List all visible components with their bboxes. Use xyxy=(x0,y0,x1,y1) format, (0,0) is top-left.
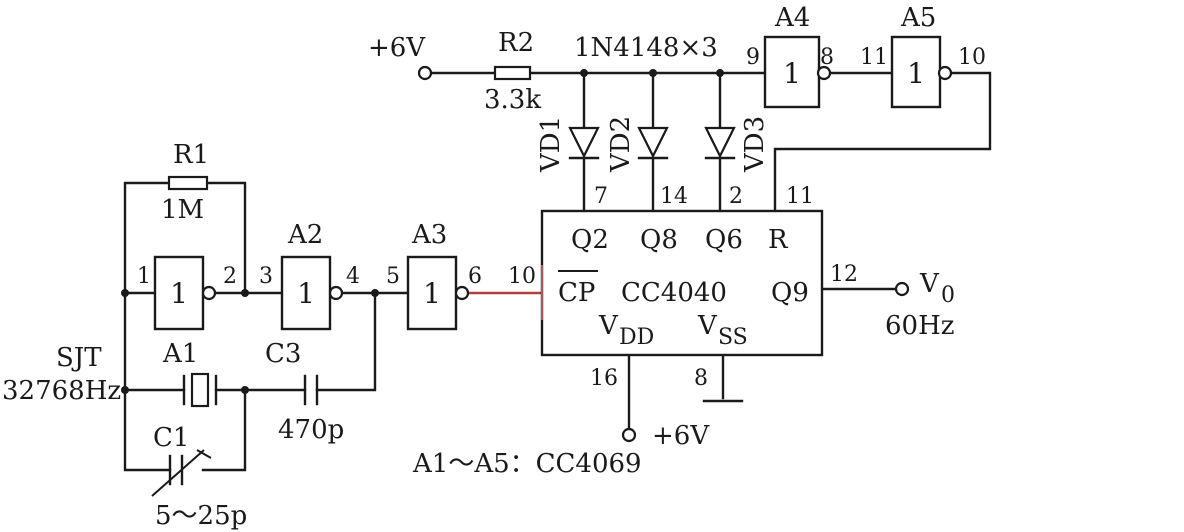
pin-a5-out: 10 xyxy=(958,45,986,70)
pin-g2-out: 4 xyxy=(346,264,360,289)
pin-g2-in: 3 xyxy=(259,264,273,289)
pin-a4-in: 9 xyxy=(746,45,760,70)
diode-vd3 xyxy=(704,126,736,160)
gate-type-note: A1～A5：CC4069 xyxy=(412,449,642,479)
a2-label: A2 xyxy=(287,220,323,250)
labels: +6V R2 3.3k 1N4148×3 VD1 VD2 VD3 A4 A5 9… xyxy=(2,3,986,531)
r2-name: R2 xyxy=(498,28,534,58)
a4-label: A4 xyxy=(774,3,810,33)
a1-label: A1 xyxy=(162,339,198,369)
r1-value: 1M xyxy=(161,195,204,225)
gate-a2: 1 xyxy=(280,255,344,331)
pin-q9: 12 xyxy=(830,262,858,287)
ic-q8-label: Q8 xyxy=(640,225,678,255)
output-freq: 60Hz xyxy=(885,311,954,341)
pin-q6: 2 xyxy=(729,184,743,209)
pin-cp: 10 xyxy=(508,264,536,289)
r2-value: 3.3k xyxy=(484,85,541,115)
supply-top-label: +6V xyxy=(368,33,426,63)
gate-a5: 1 xyxy=(890,35,953,109)
c3-value: 470p xyxy=(278,415,344,445)
ic-r-label: R xyxy=(768,225,789,255)
diode-part-label: 1N4148×3 xyxy=(574,33,718,63)
vd1-label: VD1 xyxy=(536,116,566,173)
ic-q6-label: Q6 xyxy=(705,225,743,255)
ic-name: CC4040 xyxy=(621,278,727,308)
c3-name: C3 xyxy=(265,339,301,369)
supply-bottom-label: +6V xyxy=(652,421,710,451)
gate-glyph: 1 xyxy=(907,57,925,90)
pin-g1-in: 1 xyxy=(137,264,151,289)
ic-cc4040 xyxy=(540,209,824,357)
a3-label: A3 xyxy=(411,220,447,250)
crystal-name: SJT xyxy=(56,343,102,373)
diode-vd1 xyxy=(568,126,600,160)
gate-glyph: 1 xyxy=(170,277,188,310)
pin-q8: 14 xyxy=(660,184,688,209)
junction-dots xyxy=(121,69,724,394)
ic-cp-label: CP xyxy=(558,278,595,308)
gate-a3: 1 xyxy=(406,255,470,331)
gate-glyph: 1 xyxy=(423,277,441,310)
resistor-r2 xyxy=(493,65,532,81)
diode-vd2 xyxy=(637,126,669,160)
ic-vss-label: V xyxy=(697,311,718,341)
crystal-sjt xyxy=(182,372,218,408)
a5-label: A5 xyxy=(900,3,936,33)
pin-g1-out: 2 xyxy=(223,264,237,289)
output-label: V xyxy=(919,269,940,299)
ic-q2-label: Q2 xyxy=(571,225,609,255)
vd3-label: VD3 xyxy=(740,116,770,173)
gate-glyph: 1 xyxy=(783,57,801,90)
pin-vss: 8 xyxy=(694,366,708,391)
pin-g3-out: 6 xyxy=(468,264,482,289)
gate-glyph: 1 xyxy=(297,277,315,310)
r1-name: R1 xyxy=(173,140,209,170)
gate-a4: 1 xyxy=(763,35,832,109)
gate-g1: 1 xyxy=(153,255,217,331)
c1-name: C1 xyxy=(153,423,189,453)
capacitor-c1 xyxy=(151,449,212,497)
crystal-freq: 32768Hz xyxy=(2,376,121,406)
vd2-label: VD2 xyxy=(606,116,636,173)
terminals xyxy=(417,65,910,443)
pin-a4-out: 8 xyxy=(820,45,834,70)
ic-q9-label: Q9 xyxy=(771,278,809,308)
pin-a5-in: 11 xyxy=(860,45,888,70)
pin-q2: 7 xyxy=(594,184,608,209)
ic-vdd-sub: DD xyxy=(619,325,654,350)
wires xyxy=(123,71,992,472)
resistor-r1 xyxy=(167,175,209,191)
pin-r: 11 xyxy=(786,184,814,209)
c1-value: 5～25p xyxy=(155,501,247,531)
ic-vss-sub: SS xyxy=(718,325,748,350)
pin-vdd: 16 xyxy=(590,366,618,391)
output-sub: 0 xyxy=(941,283,955,308)
capacitor-c3 xyxy=(303,374,319,406)
pin-g3-in: 5 xyxy=(386,264,400,289)
ic-vdd-label: V xyxy=(598,311,619,341)
